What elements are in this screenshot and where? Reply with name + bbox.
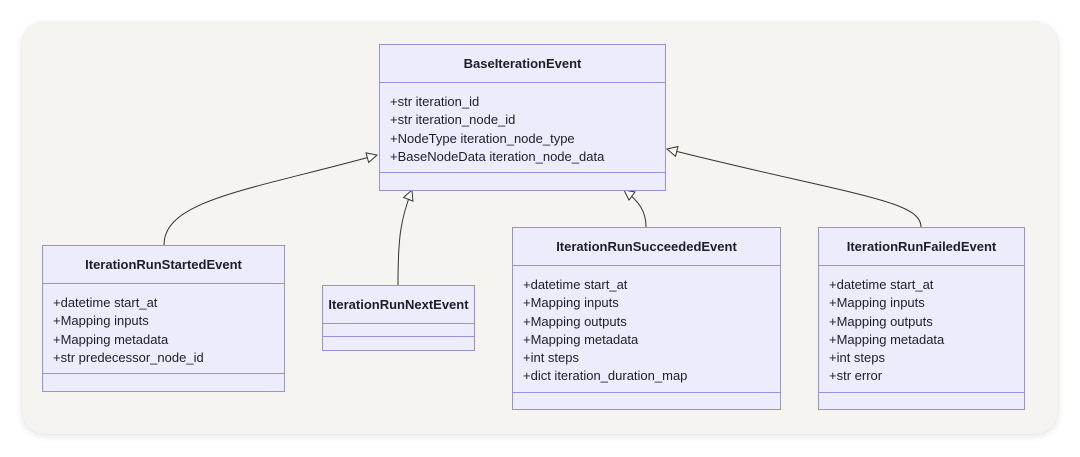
attribute: +Mapping inputs <box>523 295 619 311</box>
class-name: IterationRunSucceededEvent <box>513 228 780 266</box>
attribute: +int steps <box>523 350 580 366</box>
class-name: IterationRunNextEvent <box>323 286 474 324</box>
edge-started-to-base <box>163 155 377 246</box>
attribute: +Mapping metadata <box>523 331 639 347</box>
attribute-list: +datetime start_at +Mapping inputs +Mapp… <box>43 284 284 374</box>
class-name: IterationRunFailedEvent <box>819 228 1024 266</box>
attribute: +datetime start_at <box>523 277 628 292</box>
edge-succeeded-to-base <box>624 190 647 228</box>
class-name: BaseIterationEvent <box>380 45 665 83</box>
attribute-list: +datetime start_at +Mapping inputs +Mapp… <box>513 266 780 393</box>
edge-failed-to-base <box>667 149 922 228</box>
attribute: +str predecessor_node_id <box>53 349 204 365</box>
class-iteration-run-started-event: IterationRunStartedEvent +datetime start… <box>42 245 285 392</box>
attribute: +Mapping metadata <box>829 331 945 347</box>
class-iteration-run-failed-event: IterationRunFailedEvent +datetime start_… <box>818 227 1025 410</box>
class-iteration-run-succeeded-event: IterationRunSucceededEvent +datetime sta… <box>512 227 781 410</box>
edge-next-to-base <box>397 190 412 286</box>
attribute: +str error <box>829 368 883 384</box>
attribute: +datetime start_at <box>829 277 934 292</box>
attribute: +NodeType iteration_node_type <box>390 130 575 146</box>
attribute: +Mapping metadata <box>53 331 169 347</box>
attribute: +str iteration_id <box>390 94 480 109</box>
attribute: +Mapping inputs <box>829 295 925 311</box>
class-name: IterationRunStartedEvent <box>43 246 284 284</box>
attribute: +str iteration_node_id <box>390 112 516 128</box>
attribute-list: +str iteration_id +str iteration_node_id… <box>380 83 665 173</box>
attribute: +BaseNodeData iteration_node_data <box>390 148 605 164</box>
attribute: +Mapping inputs <box>53 313 149 329</box>
attribute: +Mapping outputs <box>829 313 933 329</box>
class-iteration-run-next-event: IterationRunNextEvent <box>322 285 475 351</box>
attribute: +int steps <box>829 350 886 366</box>
class-base-iteration-event: BaseIterationEvent +str iteration_id +st… <box>379 44 666 191</box>
attribute: +Mapping outputs <box>523 313 627 329</box>
attribute-list <box>323 324 474 337</box>
attribute: +dict iteration_duration_map <box>523 368 688 384</box>
attribute: +datetime start_at <box>53 295 158 310</box>
attribute-list: +datetime start_at +Mapping inputs +Mapp… <box>819 266 1024 393</box>
